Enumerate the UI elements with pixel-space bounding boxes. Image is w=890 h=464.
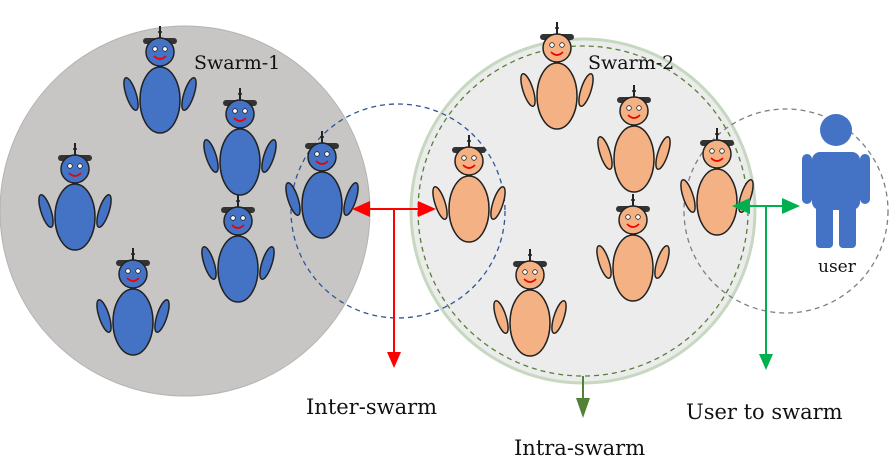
user-icon xyxy=(802,114,870,248)
user-label: user xyxy=(818,257,857,277)
swarm-2-label: Swarm-2 xyxy=(588,52,674,74)
intra-swarm-label: Intra-swarm xyxy=(514,436,645,460)
swarm-1-label: Swarm-1 xyxy=(194,52,280,74)
inter-swarm-label: Inter-swarm xyxy=(306,395,437,419)
user-to-swarm-label: User to swarm xyxy=(686,400,843,424)
